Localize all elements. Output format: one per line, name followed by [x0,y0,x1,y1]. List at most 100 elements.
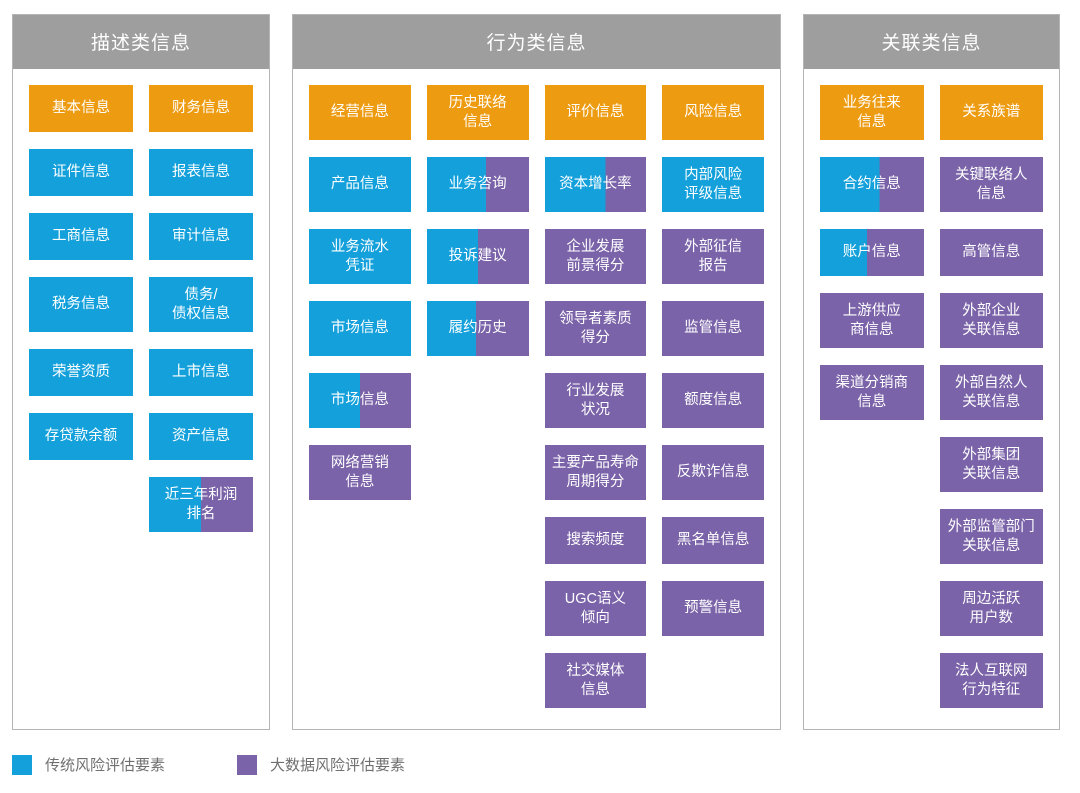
chip-split[interactable]: 履约历史 [426,301,529,356]
chip-purple[interactable]: 预警信息 [662,581,764,636]
chip-purple[interactable]: 社交媒体 信息 [544,653,647,708]
chip-blue[interactable]: 税务信息 [29,277,133,332]
chip-fill [544,229,647,284]
chip-orange[interactable]: 业务往来 信息 [820,85,924,140]
chip-purple[interactable]: 高管信息 [939,229,1043,276]
chip-orange[interactable]: 风险信息 [662,85,764,140]
chip-label: 企业发展 前景得分 [566,238,625,274]
chip-fill [544,517,647,564]
chip-split[interactable]: 账户信息 [820,229,924,276]
chip-purple[interactable]: 关键联络人 信息 [939,157,1043,212]
chip-purple[interactable]: 额度信息 [662,373,764,428]
chip-label: 工商信息 [52,228,110,245]
chip-placeholder [309,653,411,708]
chip-placeholder [427,581,529,636]
chip-purple[interactable]: 外部自然人 关联信息 [939,365,1043,420]
chip-label: 外部集团 关联信息 [962,446,1021,482]
chip-blue[interactable]: 资产信息 [149,413,253,460]
chip-fill [820,365,924,420]
chip-blue[interactable]: 证件信息 [29,149,133,196]
chip-label: 内部风险 评级信息 [684,166,743,202]
chip-orange[interactable]: 关系族谱 [939,85,1043,140]
chip-purple[interactable]: 网络营销 信息 [309,445,411,500]
chip-label: 经营信息 [330,104,389,121]
chip-split[interactable]: 市场信息 [309,373,411,428]
chip-purple[interactable]: 企业发展 前景得分 [544,229,647,284]
chip-purple[interactable]: 反欺诈信息 [662,445,764,500]
chip-purple[interactable]: 外部企业 关联信息 [939,293,1043,348]
chip-blue[interactable]: 债务/ 债权信息 [149,277,253,332]
chip-blue[interactable]: 审计信息 [149,213,253,260]
chip-label: 上市信息 [172,364,230,381]
column-body-descriptive: 基本信息财务信息证件信息 报表信息工商信息 审计信息税务信息债务/ 债权信息荣誉资质… [13,69,269,729]
chip-placeholder [427,445,529,500]
chip-purple[interactable]: 外部征信 报告 [662,229,764,284]
column-behavior: 行为类信息 经营信息历史联络 信息评价信息风险信息产品信息业务咨询资本增长率内部… [292,14,781,730]
chip-purple[interactable]: 主要产品寿命 周期得分 [544,445,647,500]
chip-purple[interactable]: 搜索频度 [544,517,647,564]
chip-fill [544,373,647,428]
chip-label: 领导者素质 得分 [559,310,632,346]
chip-blue[interactable]: 报表信息 [149,149,253,196]
chip-fill [149,277,253,332]
chip-orange[interactable]: 评价信息 [544,85,647,140]
chip-fill [309,373,411,428]
chip-purple[interactable]: 上游供应 商信息 [820,293,924,348]
chip-purple[interactable]: 监管信息 [662,301,764,356]
chip-blue[interactable]: 业务流水 凭证 [309,229,411,284]
chip-label: 业务往来 信息 [842,94,901,130]
chip-split[interactable]: 业务咨询 [426,157,529,212]
chip-split[interactable]: 合约信息 [820,157,924,212]
chip-fill [662,229,764,284]
chip-orange[interactable]: 基本信息 [29,85,133,132]
chip-orange[interactable]: 财务信息 [149,85,253,132]
chip-purple[interactable]: 法人互联网 行为特征 [939,653,1043,708]
chip-orange[interactable]: 历史联络 信息 [426,85,529,140]
chip-purple[interactable]: 渠道分销商 信息 [820,365,924,420]
chip-fill [544,581,647,636]
chip-blue[interactable]: 存贷款余额 [29,413,133,460]
chip-purple[interactable]: 黑名单信息 [662,517,764,564]
chip-fill [149,149,253,196]
chip-purple[interactable]: 行业发展 状况 [544,373,647,428]
chip-fill [544,301,647,356]
chip-label: 反欺诈信息 [676,464,750,481]
chip-label: 报表信息 [172,164,230,181]
chip-fill [29,85,133,132]
chip-grid-descriptive: 基本信息财务信息证件信息 报表信息工商信息 审计信息税务信息债务/ 债权信息荣誉资质… [29,85,253,532]
chip-split[interactable]: 近三年利润 排名 [149,477,253,532]
chip-label: 外部自然人 关联信息 [955,374,1028,410]
chip-placeholder [820,653,924,708]
chip-fill [544,157,647,212]
chip-split[interactable]: 资本增长率 [544,157,647,212]
chip-blue[interactable]: 上市信息 [149,349,253,396]
chip-fill [29,213,133,260]
chip-purple[interactable]: 周边活跃 用户数 [939,581,1043,636]
chip-blue[interactable]: 内部风险 评级信息 [662,157,764,212]
legend-swatch-icon [237,754,258,775]
chip-fill [426,85,529,140]
chip-blue[interactable]: 工商信息 [29,213,133,260]
chip-orange[interactable]: 经营信息 [309,85,411,140]
column-body-relation: 业务往来 信息关系族谱合约信息关键联络人 信息账户信息高管信息上游供应 商信息外… [804,69,1059,729]
chip-label: 法人互联网 行为特征 [955,662,1028,698]
chip-label: 投诉建议 [448,248,507,265]
column-header-relation: 关联类信息 [804,15,1059,69]
chip-blue[interactable]: 荣誉资质 [29,349,133,396]
chip-label: 关系族谱 [962,104,1021,121]
chip-blue[interactable]: 产品信息 [309,157,411,212]
chip-split[interactable]: 投诉建议 [426,229,529,284]
column-relation: 关联类信息 业务往来 信息 关系族谱合约信息关键联络人 信息账户信息高管信息上游供… [803,14,1060,730]
chip-fill [662,85,764,140]
chip-placeholder [309,581,411,636]
chip-fill [29,277,133,332]
chip-purple[interactable]: UGC语义 倾向 [544,581,647,636]
chip-fill [939,293,1043,348]
chip-placeholder [662,653,764,708]
chip-blue[interactable]: 市场信息 [309,301,411,356]
chip-purple[interactable]: 外部监管部门 关联信息 [939,509,1043,564]
chip-purple[interactable]: 外部集团 关联信息 [939,437,1043,492]
chip-label: 关键联络人 信息 [955,166,1028,202]
chip-purple[interactable]: 领导者素质 得分 [544,301,647,356]
chip-label: 黑名单信息 [676,532,750,549]
